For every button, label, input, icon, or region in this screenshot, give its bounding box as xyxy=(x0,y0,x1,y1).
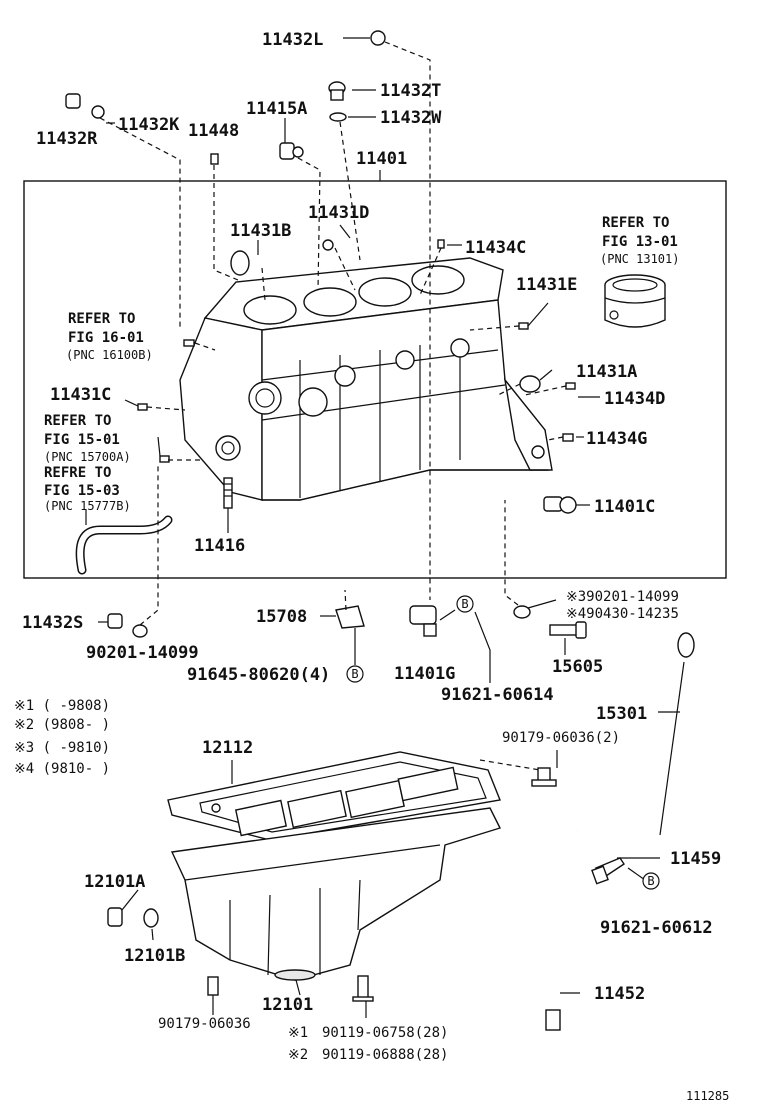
ref-fig13-pnc: (PNC 13101) xyxy=(600,252,679,266)
dipstick-guide xyxy=(545,829,580,1031)
ref-fig1503-pnc: (PNC 15777B) xyxy=(44,499,131,513)
label-11434G: 11434G xyxy=(586,429,647,449)
label-11431D: 11431D xyxy=(308,203,369,223)
label-11434D: 11434D xyxy=(604,389,665,409)
label-90119-06888: 90119-06888(28) xyxy=(322,1047,448,1063)
label-90430-14235: ※490430-14235 xyxy=(566,606,679,622)
label-11459: 11459 xyxy=(670,849,721,869)
oil-pan xyxy=(170,807,501,981)
label-11432R: 11432R xyxy=(36,129,98,149)
label-90119-06758: 90119-06758(28) xyxy=(322,1025,448,1041)
label-11432W: 11432W xyxy=(380,108,442,128)
note-1: ※1 ( -9808) xyxy=(14,698,110,714)
middle-parts xyxy=(107,605,587,639)
label-11432T: 11432T xyxy=(380,81,441,101)
footer-code: 111285 xyxy=(686,1089,729,1103)
label-11432L: 11432L xyxy=(262,30,323,50)
label-11416: 11416 xyxy=(194,536,245,556)
cylinder-block-drawing xyxy=(179,257,553,501)
label-15301: 15301 xyxy=(596,704,647,724)
badge-b-1: B xyxy=(456,595,474,613)
label-11434C: 11434C xyxy=(465,238,526,258)
label-11448: 11448 xyxy=(188,121,239,141)
label-11431C: 11431C xyxy=(50,385,111,405)
label-11431A: 11431A xyxy=(576,362,637,382)
oil-pan-gasket xyxy=(167,751,501,841)
dipstick xyxy=(659,632,695,836)
label-11415A: 11415A xyxy=(246,99,307,119)
label-91645-80620: 91645-80620(4) xyxy=(187,665,330,685)
label-11452: 11452 xyxy=(594,984,645,1004)
label-12101B: 12101B xyxy=(124,946,185,966)
svg-text:B: B xyxy=(647,874,654,888)
mark-2: ※2 xyxy=(288,1047,308,1063)
piston-drawing xyxy=(604,274,666,328)
label-12101: 12101 xyxy=(262,995,313,1015)
svg-text:B: B xyxy=(351,667,358,681)
label-11401: 11401 xyxy=(356,149,407,169)
ref-fig1501-line2: FIG 15-01 xyxy=(44,432,120,448)
top-parts xyxy=(65,30,386,165)
label-11432K: 11432K xyxy=(118,115,180,135)
note-4: ※4 (9810- ) xyxy=(14,761,110,777)
badge-b-3: B xyxy=(642,872,660,890)
label-91621-60614: 91621-60614 xyxy=(441,685,554,705)
cylinder-block-frame xyxy=(23,180,727,579)
label-90179-06036-2: 90179-06036(2) xyxy=(502,730,620,746)
label-90201-14099-a: 90201-14099 xyxy=(86,643,199,663)
label-91621-60612: 91621-60612 xyxy=(600,918,713,938)
ref-fig1501-pnc: (PNC 15700A) xyxy=(44,450,131,464)
note-2: ※2 (9808- ) xyxy=(14,717,110,733)
label-11431E: 11431E xyxy=(516,275,577,295)
block-small-parts xyxy=(137,239,577,514)
label-90179-06036: 90179-06036 xyxy=(158,1016,251,1032)
note-3: ※3 ( -9810) xyxy=(14,740,110,756)
badge-b-2: B xyxy=(346,665,364,683)
ref-fig1503-line1: REFRE TO xyxy=(44,465,111,481)
ref-fig1501-line1: REFER TO xyxy=(44,413,111,429)
label-90201-14099-b: ※390201-14099 xyxy=(566,589,679,605)
label-12112: 12112 xyxy=(202,738,253,758)
ref-fig13-line1: REFER TO xyxy=(602,215,669,231)
label-12101A: 12101A xyxy=(84,872,145,892)
svg-text:B: B xyxy=(461,597,468,611)
ref-fig16-pnc: (PNC 16100B) xyxy=(66,348,153,362)
label-11432S: 11432S xyxy=(22,613,83,633)
ref-fig13-line2: FIG 13-01 xyxy=(602,234,678,250)
mark-1: ※1 xyxy=(288,1025,308,1041)
ref-fig1503-line2: FIG 15-03 xyxy=(44,483,120,499)
label-11401G: 11401G xyxy=(394,664,455,684)
label-15708: 15708 xyxy=(256,607,307,627)
ref-fig16-line1: REFER TO xyxy=(68,311,135,327)
label-11401C: 11401C xyxy=(594,497,655,517)
ref-fig16-line2: FIG 16-01 xyxy=(68,330,144,346)
label-11431B: 11431B xyxy=(230,221,291,241)
label-15605: 15605 xyxy=(552,657,603,677)
